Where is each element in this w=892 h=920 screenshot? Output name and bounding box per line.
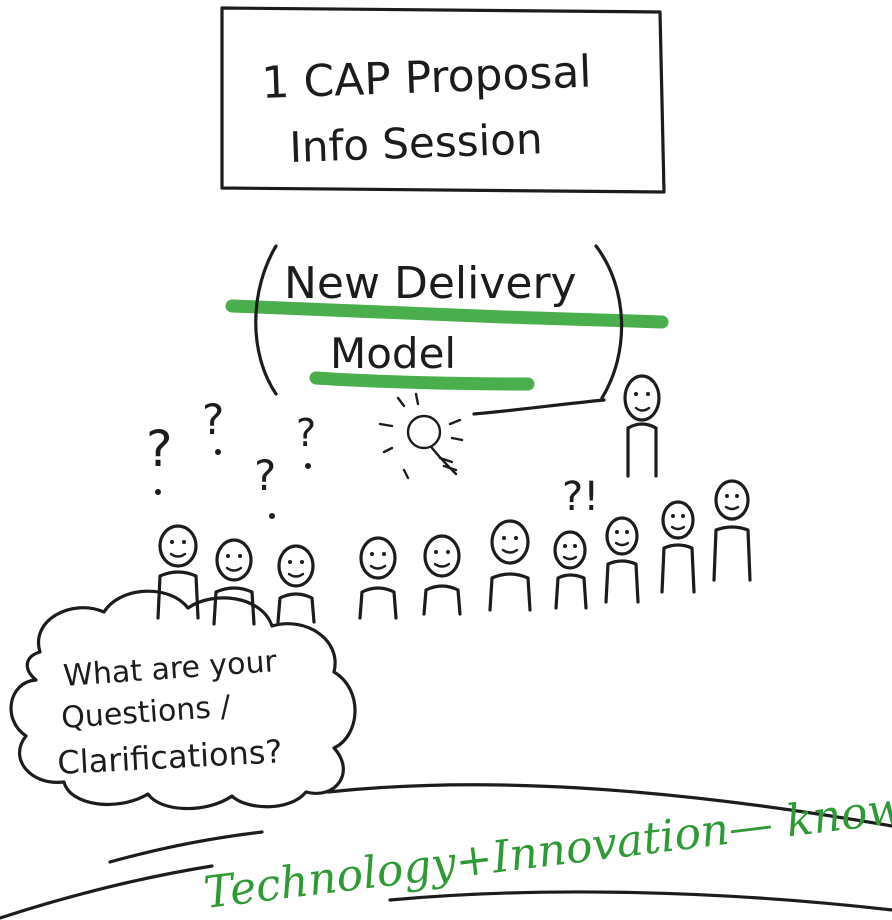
banner-arc: Technology+Innovation— knowledge [0, 767, 892, 920]
audience-person-7 [553, 530, 588, 610]
cloud-line-1: What are your [62, 644, 278, 694]
audience-person-5 [422, 534, 462, 616]
audience-person-1 [156, 524, 200, 620]
question-marks: ? ? ? ? ?! [146, 395, 599, 520]
speech-bubble: New Delivery Model [225, 244, 669, 416]
audience-figures [156, 479, 752, 626]
audience-person-3 [276, 544, 316, 624]
title-line-2: Info Session [289, 114, 544, 172]
bubble-line-1: New Delivery [284, 258, 577, 309]
audience-person-4 [358, 536, 398, 620]
lightbulb-icon [378, 392, 464, 480]
cloud-line-2: Questions / [60, 689, 232, 736]
banner-text: Technology+Innovation— knowledge [201, 767, 892, 919]
question-mark-exclaim: ?! [562, 474, 599, 520]
audience-person-2 [212, 538, 256, 626]
audience-person-6 [488, 519, 532, 612]
bubble-line-2: Model [330, 329, 456, 378]
title-line-1: 1 CAP Proposal [261, 47, 593, 109]
green-highlight-1 [225, 299, 669, 329]
question-mark-4: ? [296, 411, 316, 455]
audience-person-9 [660, 500, 696, 594]
title-box: 1 CAP Proposal Info Session [220, 6, 666, 194]
question-mark-3: ? [254, 451, 276, 500]
audience-person-8 [604, 516, 640, 604]
question-mark-2: ? [202, 395, 224, 444]
green-highlight-2 [309, 371, 535, 391]
presenter-figure [623, 374, 661, 478]
cloud-line-3: Clarifications? [56, 732, 283, 782]
thought-cloud: What are your Questions / Clarifications… [9, 589, 357, 811]
audience-person-10 [712, 479, 752, 582]
question-mark-1: ? [146, 420, 173, 478]
